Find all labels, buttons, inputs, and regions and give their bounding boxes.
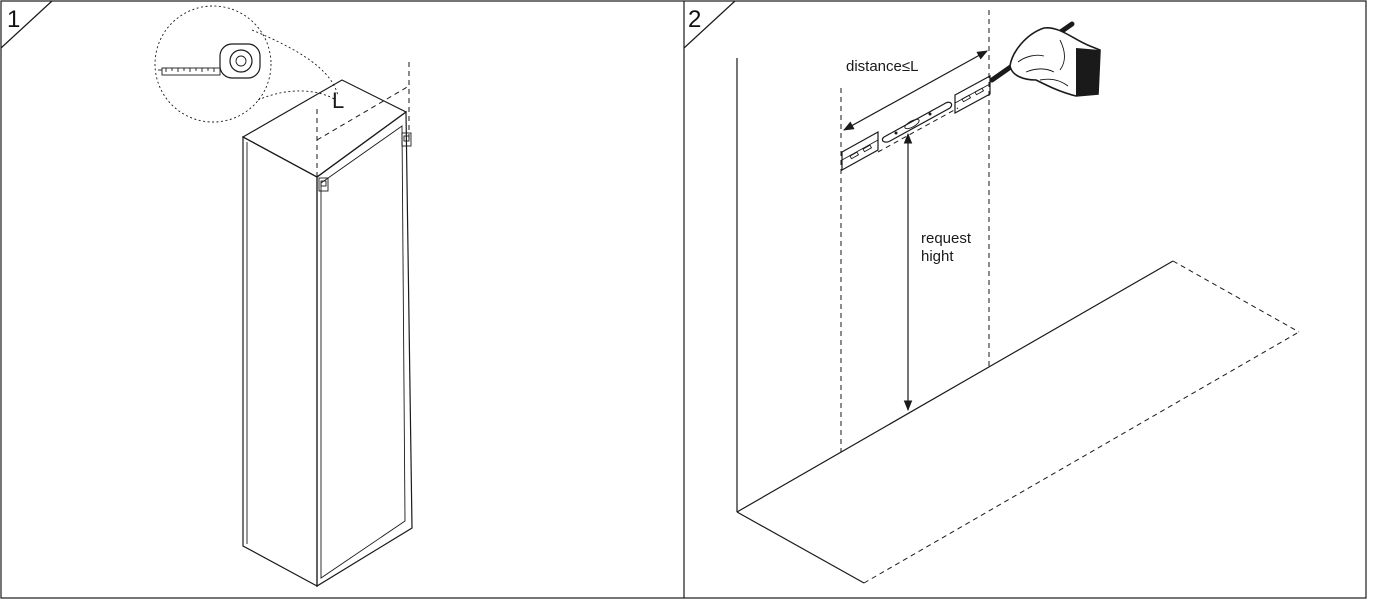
height-label-line1: request xyxy=(921,230,972,247)
distance-label: distance≤L xyxy=(846,58,918,75)
measure-guides xyxy=(316,58,410,177)
step-badge-1: 1 xyxy=(0,0,53,49)
step-badge-2: 2 xyxy=(683,0,736,49)
panel-1: 1 L xyxy=(0,0,413,588)
height-label-line2: hight xyxy=(921,248,954,265)
spirit-level-icon xyxy=(881,101,953,143)
step-number-2: 2 xyxy=(688,6,701,33)
tape-measure-icon xyxy=(158,43,261,79)
measure-label-L: L xyxy=(332,88,344,113)
wall-and-floor xyxy=(736,58,1300,584)
panel-2: 2 distance≤L xyxy=(683,0,1300,584)
hand-with-pen-icon xyxy=(989,21,1101,97)
distance-arrow xyxy=(843,50,988,131)
cabinet xyxy=(241,79,413,588)
cabinet-bracket-left xyxy=(318,177,329,192)
alignment-line xyxy=(877,107,959,153)
tape-measure-callout xyxy=(154,5,339,123)
mounting-bracket-icon xyxy=(841,130,879,172)
mounting-bracket-icon-right xyxy=(954,74,991,115)
step-number-1: 1 xyxy=(7,6,20,33)
